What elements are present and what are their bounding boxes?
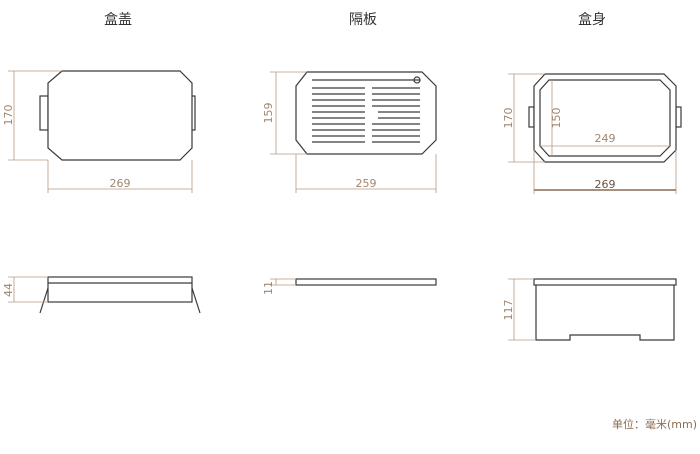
lid-side-view <box>39 276 201 314</box>
divider-thickness-dimension <box>270 278 296 286</box>
dim-lid-thickness: 44 <box>2 283 15 297</box>
divider-side-view <box>295 278 437 286</box>
body-top-view <box>528 73 682 163</box>
lid-width-dimension <box>47 160 193 193</box>
dim-body-inner-width: 249 <box>595 132 616 145</box>
dim-body-inner-height: 150 <box>550 108 563 129</box>
body-side-view <box>533 278 677 341</box>
divider-height-dimension <box>270 71 307 155</box>
dim-body-outer-width: 269 <box>595 178 616 191</box>
lid-height-dimension <box>8 70 62 161</box>
dim-divider-width: 259 <box>356 177 377 190</box>
title-lid: 盒盖 <box>104 11 132 28</box>
dim-lid-width: 269 <box>110 177 131 190</box>
dim-divider-thickness: 11 <box>262 281 275 295</box>
dim-lid-height: 170 <box>2 105 15 126</box>
lid-top-view <box>39 70 196 161</box>
body-outer-height-dimension <box>508 73 545 163</box>
divider-top-view <box>295 71 437 155</box>
unit-note: 单位：毫米(mm) <box>612 417 697 431</box>
lid-thickness-dimension <box>8 276 48 303</box>
dim-body-depth: 117 <box>502 300 515 321</box>
body-depth-dimension <box>508 278 536 341</box>
divider-width-dimension <box>295 154 437 193</box>
dim-divider-height: 159 <box>262 103 275 124</box>
title-divider: 隔板 <box>349 12 377 28</box>
body-outer-width-dimension <box>533 150 677 194</box>
title-body: 盒身 <box>578 11 606 28</box>
dim-body-outer-height: 170 <box>502 108 515 129</box>
